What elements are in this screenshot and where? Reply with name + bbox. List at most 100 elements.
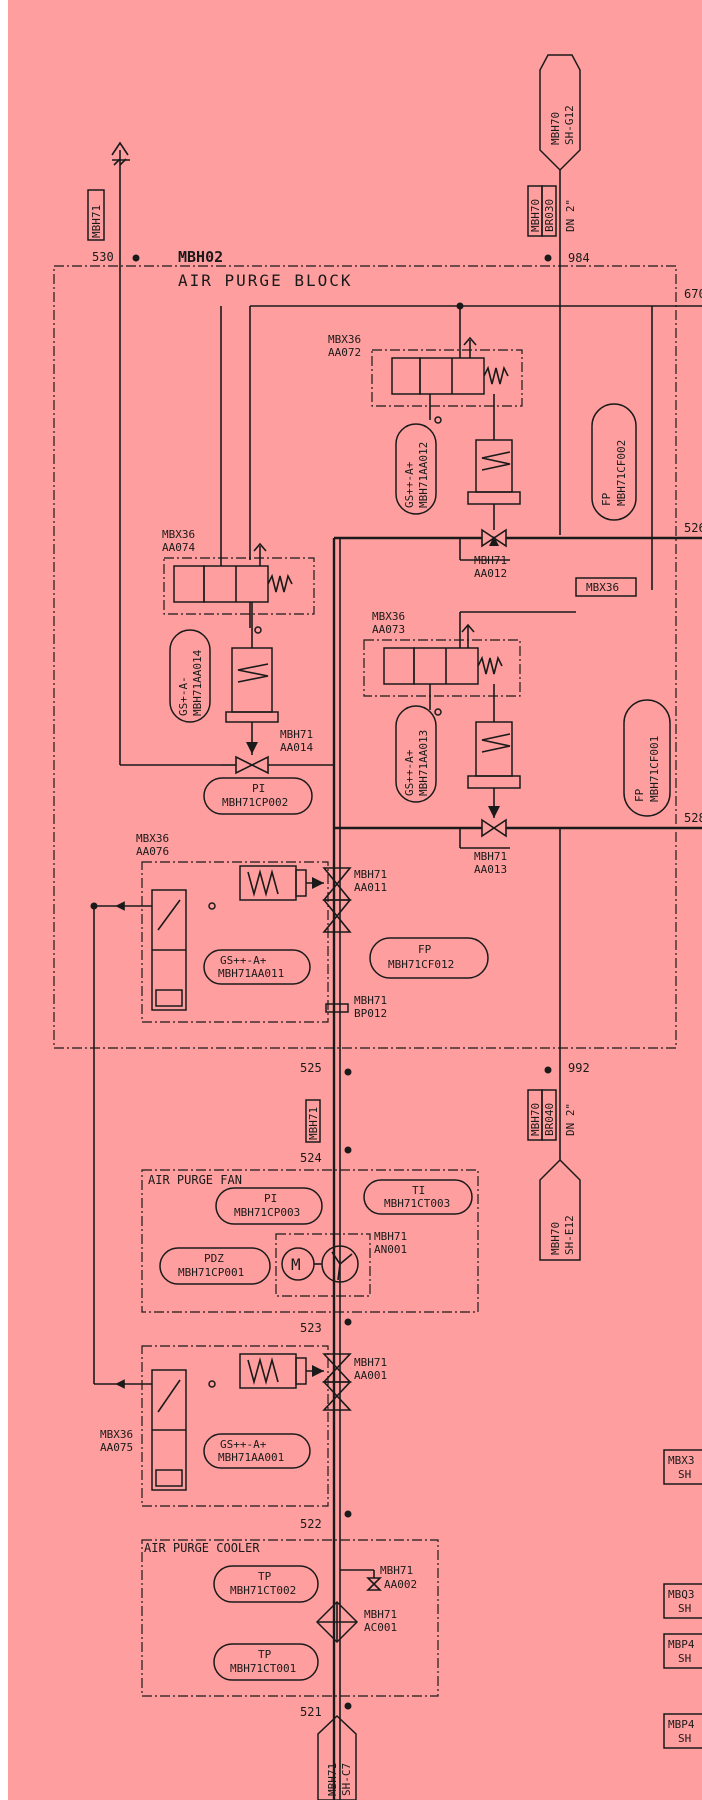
solenoid-valve-aa076[interactable] — [115, 889, 216, 1011]
solenoid-valve-aa075[interactable] — [115, 1369, 216, 1491]
solenoid-valve-aa072[interactable] — [391, 336, 509, 395]
mbx36-tag — [575, 577, 637, 597]
point-526: 526 — [684, 521, 702, 535]
indicator-pi-cp003[interactable]: PI MBH71CP003 — [215, 1187, 323, 1225]
svg-text:FP: FP — [633, 788, 646, 802]
sheet-background — [8, 0, 702, 1800]
indicator-pdz-cp001[interactable]: PDZ MBH71CP001 — [159, 1247, 271, 1285]
drain-valve-aa002[interactable] — [340, 1569, 382, 1591]
svg-text:AA076: AA076 — [136, 845, 169, 858]
svg-text:MBH71: MBH71 — [280, 728, 313, 741]
svg-text:SH-G12: SH-G12 — [563, 105, 576, 145]
valve-aa012[interactable] — [481, 528, 507, 548]
svg-text:AA002: AA002 — [384, 1578, 417, 1591]
svg-text:AA001: AA001 — [354, 1369, 387, 1382]
offpage-top-right: MBH70 SH-G12 — [539, 54, 581, 172]
svg-text:MBX36: MBX36 — [372, 610, 405, 623]
svg-text:MBX36: MBX36 — [100, 1428, 133, 1441]
svg-text:MBH71: MBH71 — [474, 850, 507, 863]
svg-text:MBH71AA012: MBH71AA012 — [417, 442, 430, 508]
svg-text:MBH71CT001: MBH71CT001 — [230, 1662, 296, 1675]
aa001-group — [141, 1345, 329, 1507]
svg-text:SH: SH — [678, 1732, 691, 1745]
svg-text:MBH71: MBH71 — [380, 1564, 413, 1577]
svg-text:AN001: AN001 — [374, 1243, 407, 1256]
svg-text:MBH71: MBH71 — [354, 994, 387, 1007]
svg-text:MBH71AA001: MBH71AA001 — [218, 1451, 284, 1464]
fan-group-title: AIR PURGE FAN — [148, 1173, 242, 1187]
svg-text:MBQ3: MBQ3 — [668, 1588, 695, 1601]
actuator-aa011[interactable] — [239, 865, 324, 901]
indicator-fp-cf001[interactable]: FP MBH71CF001 — [623, 699, 671, 817]
indicator-gs-aa014[interactable]: GS+-A- MBH71AA014 — [169, 629, 211, 723]
indicator-fp-cf002[interactable]: FP MBH71CF002 — [591, 403, 637, 521]
motor-symbol: M — [291, 1255, 301, 1274]
indicator-tp-ct001[interactable]: TP MBH71CT001 — [213, 1643, 319, 1681]
offpage-bottom-right: MBH70 SH-E12 — [539, 1158, 581, 1261]
indicator-pi-cp002[interactable]: PI MBH71CP002 — [203, 777, 313, 815]
svg-text:SH-E12: SH-E12 — [563, 1215, 576, 1255]
vent-tag: MBH71 — [87, 189, 105, 241]
svg-text:TP: TP — [258, 1648, 272, 1661]
actuator-aa012[interactable] — [467, 394, 521, 530]
point-521: 521 — [300, 1705, 322, 1719]
svg-text:MBH71: MBH71 — [326, 1763, 339, 1796]
svg-text:SH: SH — [678, 1468, 691, 1481]
valve-aa001[interactable] — [322, 1353, 352, 1411]
solenoid-valve-aa073[interactable] — [383, 623, 503, 685]
point-530: 530 — [92, 250, 114, 264]
svg-text:MBH71CP002: MBH71CP002 — [222, 796, 288, 809]
point-524: 524 — [300, 1151, 322, 1165]
svg-text:MBX36: MBX36 — [586, 581, 619, 594]
valve-aa014[interactable] — [235, 755, 269, 775]
indicator-fp-cf012[interactable]: FP MBH71CF012 — [369, 937, 489, 979]
indicator-ti-ct003[interactable]: TI MBH71CT003 — [363, 1179, 473, 1215]
svg-text:SH-C7: SH-C7 — [340, 1763, 353, 1796]
svg-text:SH: SH — [678, 1602, 691, 1615]
svg-text:MBH71AA013: MBH71AA013 — [417, 730, 430, 796]
cooler-ac001[interactable] — [315, 1600, 359, 1644]
edge-tag-2: MBQ3 SH — [663, 1583, 702, 1619]
diagram-sheet: MBH02 AIR PURGE BLOCK MBH71 530 MBH70 SH… — [8, 0, 702, 1800]
svg-text:MBX3: MBX3 — [668, 1454, 695, 1467]
svg-text:GS++-A+: GS++-A+ — [403, 461, 416, 508]
air-purge-fan-group — [141, 1169, 479, 1313]
air-purge-block-boundary — [53, 265, 677, 1049]
valve-aa013[interactable] — [481, 818, 507, 838]
cooler-group-title: AIR PURGE COOLER — [144, 1541, 260, 1555]
svg-text:SH: SH — [678, 1652, 691, 1665]
valve-aa011[interactable] — [322, 867, 352, 933]
svg-text:BR030: BR030 — [543, 199, 556, 232]
indicator-gs-aa013[interactable]: GS++-A+ MBH71AA013 — [395, 705, 437, 803]
svg-text:MBH71CT003: MBH71CT003 — [384, 1197, 450, 1210]
indicator-gs-aa012[interactable]: GS++-A+ MBH71AA012 — [395, 423, 437, 515]
svg-text:MBH71: MBH71 — [307, 1107, 320, 1140]
svg-text:BR040: BR040 — [543, 1103, 556, 1136]
svg-text:PI: PI — [252, 782, 265, 795]
solenoid-valve-aa074[interactable] — [173, 542, 293, 603]
svg-text:MBH70: MBH70 — [529, 199, 542, 232]
svg-text:AC001: AC001 — [364, 1621, 397, 1634]
air-purge-cooler-group — [141, 1539, 439, 1697]
point-984: 984 — [568, 251, 590, 265]
svg-text:GS+-A-: GS+-A- — [177, 676, 190, 716]
point-525: 525 — [300, 1061, 322, 1075]
indicator-tp-ct002[interactable]: TP MBH71CT002 — [213, 1565, 319, 1603]
orifice-bp012[interactable] — [325, 1003, 349, 1013]
point-523: 523 — [300, 1321, 322, 1335]
svg-text:PI: PI — [264, 1192, 277, 1205]
bottom-pipe-tag: MBH70 BR040 DN 2" — [527, 1089, 577, 1141]
svg-text:GS++-A+: GS++-A+ — [220, 954, 267, 967]
actuator-aa013[interactable] — [467, 684, 521, 818]
svg-text:DN 2": DN 2" — [564, 1103, 577, 1136]
indicator-gs-aa011[interactable]: GS++-A+ MBH71AA011 — [203, 949, 311, 985]
svg-text:TP: TP — [258, 1570, 272, 1583]
svg-text:MBX36: MBX36 — [136, 832, 169, 845]
fan-motor-an001[interactable]: M — [281, 1245, 359, 1283]
indicator-gs-aa001[interactable]: GS++-A+ MBH71AA001 — [203, 1433, 311, 1469]
actuator-aa001[interactable] — [239, 1353, 324, 1389]
solenoid-aa073-group — [363, 639, 521, 697]
vent-tag-label: MBH71 — [90, 205, 103, 238]
actuator-aa014[interactable] — [225, 602, 279, 755]
